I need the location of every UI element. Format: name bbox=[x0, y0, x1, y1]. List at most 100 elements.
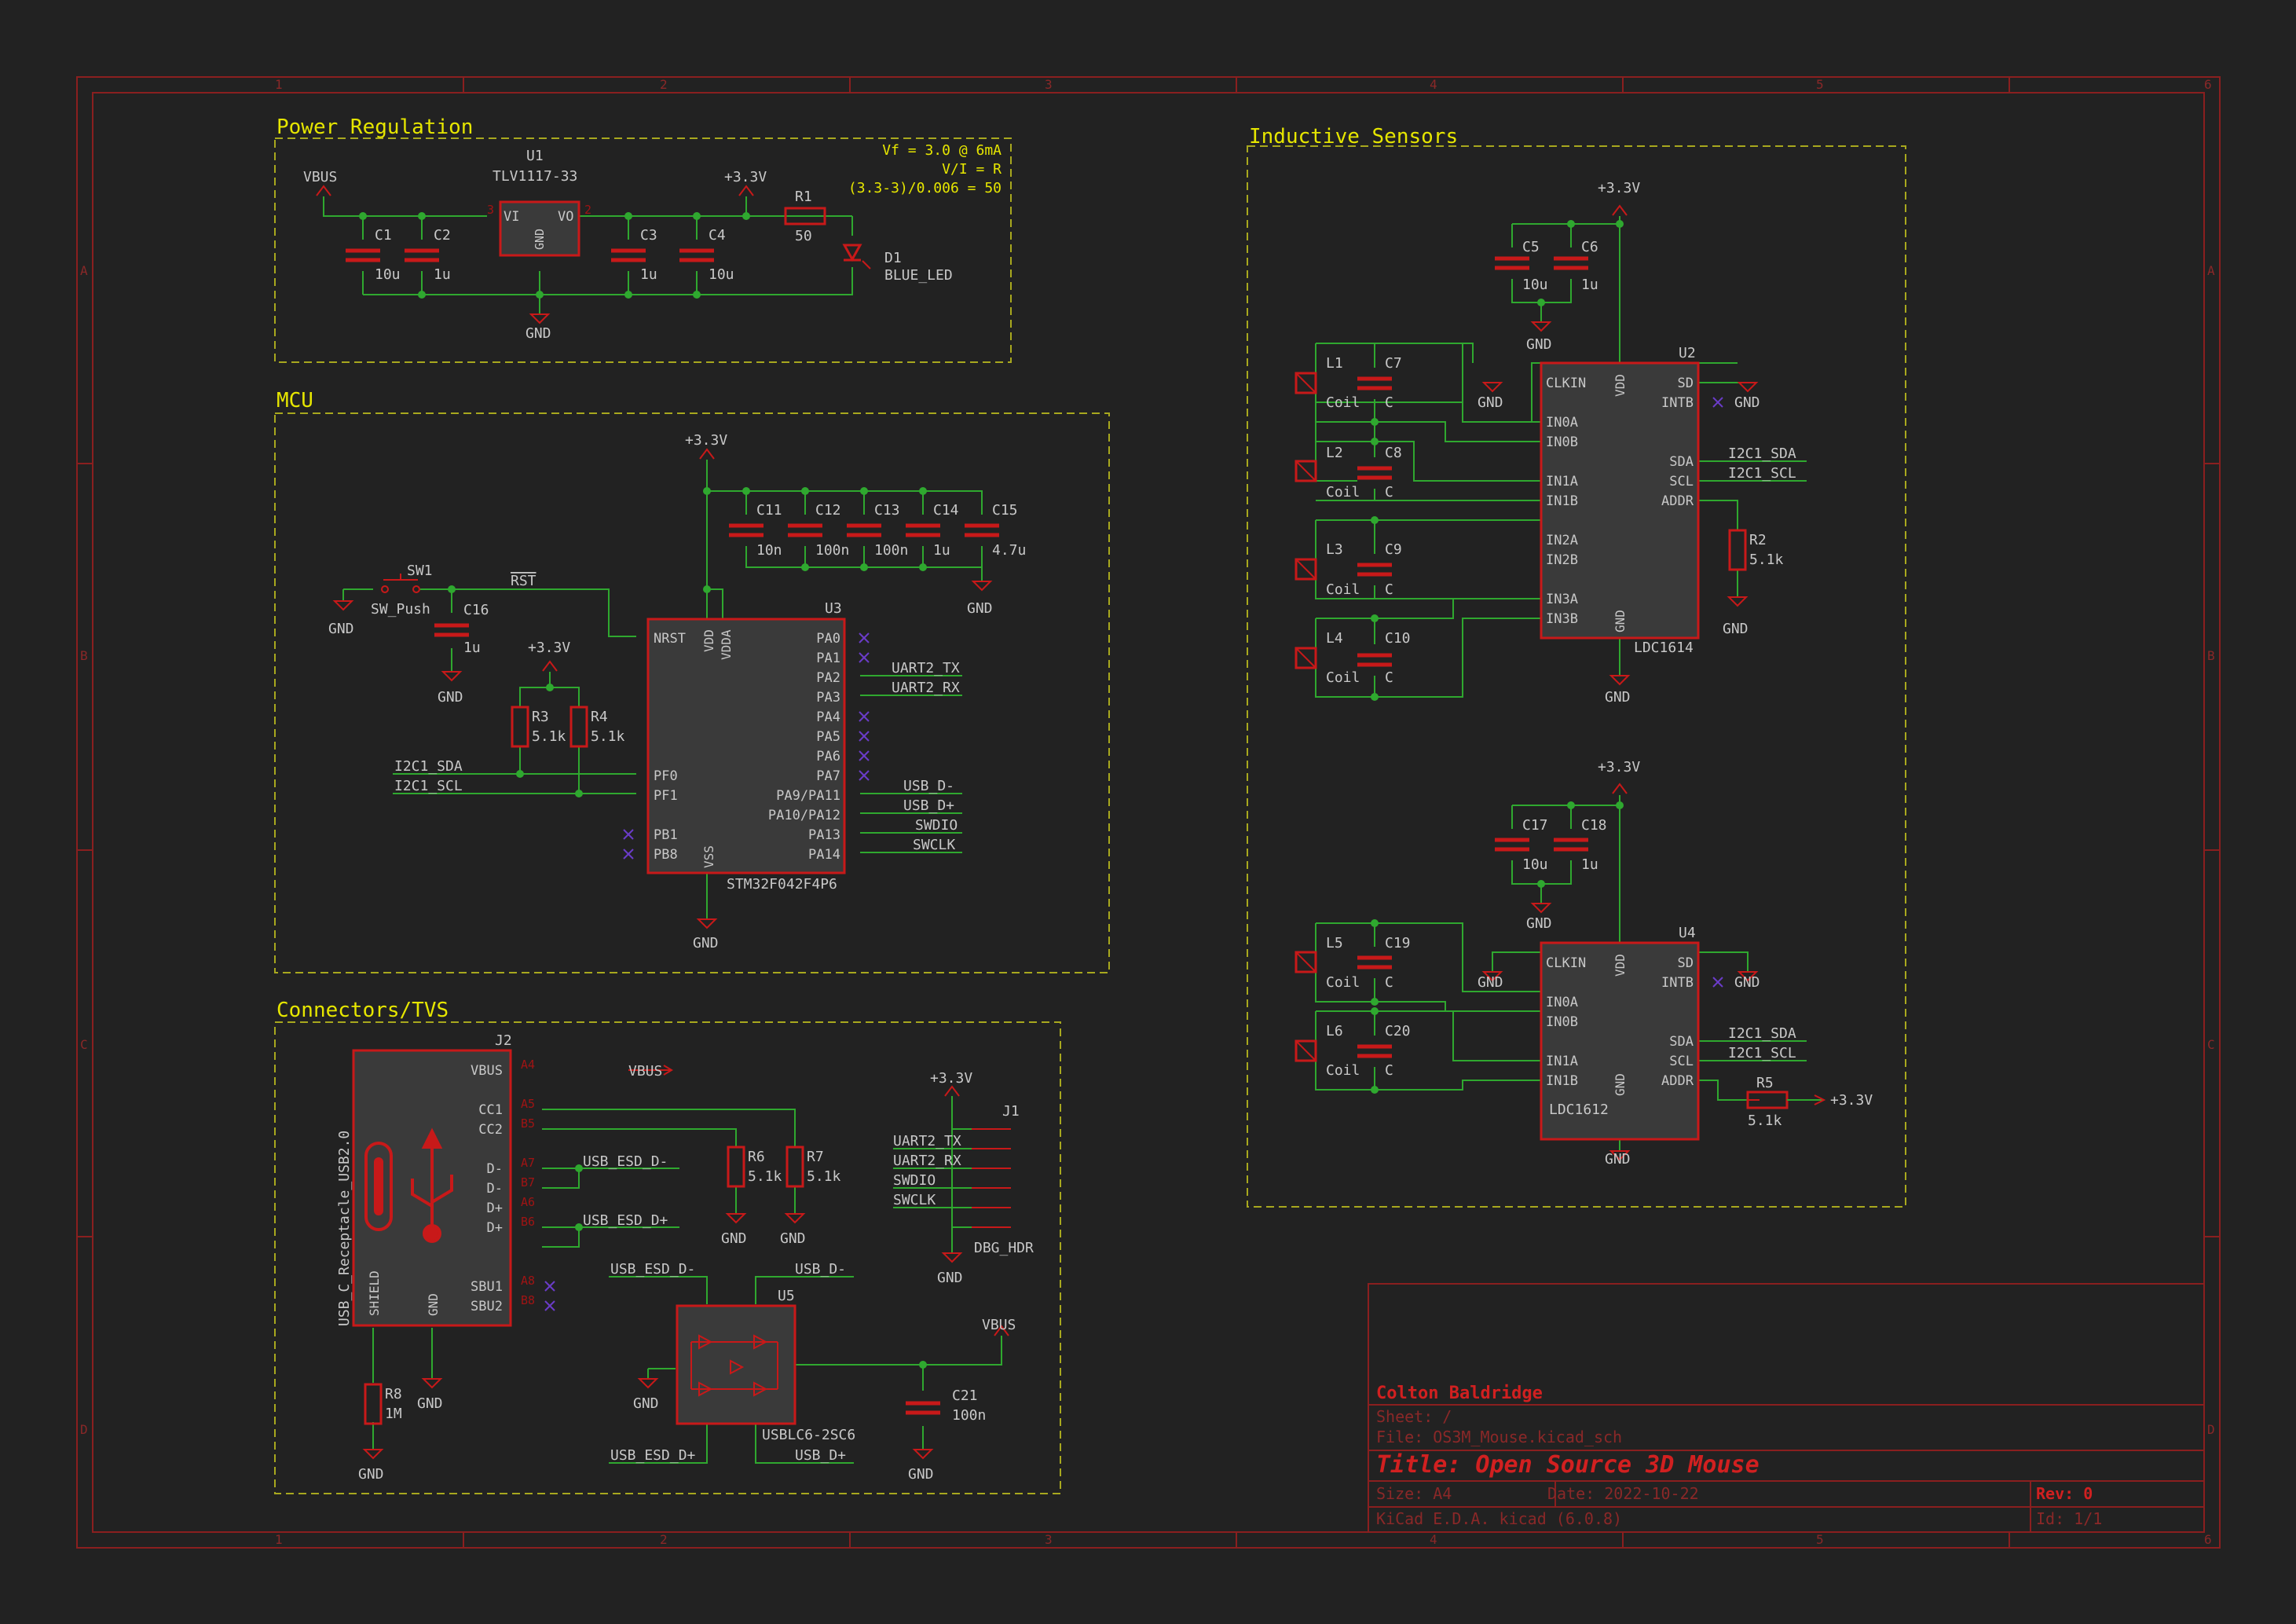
pin-scl: SCL bbox=[1669, 1054, 1694, 1069]
tb-id: Id: 1/1 bbox=[2036, 1509, 2102, 1528]
cap-c21 bbox=[906, 1392, 940, 1424]
net-i2c-scl: I2C1_SCL bbox=[394, 778, 463, 794]
val-u3: STM32F042F4P6 bbox=[727, 876, 837, 893]
pin-pa9: PA9/PA11 bbox=[776, 788, 840, 804]
net-gnd: GND bbox=[1605, 689, 1631, 706]
col-label: 5 bbox=[1816, 1532, 1824, 1547]
pinnum: A5 bbox=[521, 1097, 535, 1111]
mcu-wires bbox=[342, 460, 983, 919]
val-c2: 1u bbox=[434, 266, 451, 283]
net-vbus: VBUS bbox=[982, 1317, 1016, 1333]
val-l1: Coil bbox=[1326, 394, 1360, 411]
pinnum: B8 bbox=[521, 1293, 535, 1307]
pinnum: A8 bbox=[521, 1274, 535, 1288]
val-l5: Coil bbox=[1326, 974, 1360, 991]
pin-pa2: PA2 bbox=[816, 670, 840, 686]
col-label: 1 bbox=[275, 1532, 283, 1547]
coil-l6 bbox=[1294, 1039, 1317, 1062]
resistor-r2 bbox=[1728, 529, 1747, 571]
tb-author: Colton Baldridge bbox=[1376, 1384, 1543, 1403]
j1-debug-header bbox=[972, 1128, 1011, 1228]
net-gnd: GND bbox=[1734, 974, 1760, 991]
ref-j1: J1 bbox=[1002, 1103, 1020, 1120]
ref-c13: C13 bbox=[874, 502, 900, 519]
ref-r5: R5 bbox=[1756, 1075, 1774, 1091]
pin-gnd: GND bbox=[426, 1293, 441, 1316]
pin-in2b: IN2B bbox=[1546, 552, 1578, 568]
tb-sheet: Sheet: / bbox=[1376, 1407, 1452, 1426]
ref-c17: C17 bbox=[1522, 817, 1548, 834]
ref-r4: R4 bbox=[591, 709, 608, 725]
coil-l3 bbox=[1294, 558, 1317, 581]
val-j2: USB_C_Receptacle_USB2.0 bbox=[336, 1131, 353, 1326]
net-gnd: GND bbox=[328, 621, 354, 637]
pin-in0b: IN0B bbox=[1546, 1014, 1578, 1030]
val-c1: 10u bbox=[375, 266, 401, 283]
pin-vi: VI bbox=[504, 209, 519, 225]
val-c7: C bbox=[1385, 394, 1393, 411]
u4-ldc1612 bbox=[1540, 941, 1700, 1141]
net-esd-dm: USB_ESD_D- bbox=[610, 1261, 695, 1278]
resistor-r3 bbox=[511, 706, 529, 748]
pinnum: 2 bbox=[584, 203, 591, 217]
switch-sw1 bbox=[381, 574, 420, 593]
ref-c9: C9 bbox=[1385, 541, 1402, 558]
pin-pf1: PF1 bbox=[654, 788, 678, 804]
ref-l3: L3 bbox=[1326, 541, 1343, 558]
cap-c13 bbox=[847, 515, 881, 546]
val-l4: Coil bbox=[1326, 669, 1360, 686]
net-gnd: GND bbox=[1723, 621, 1749, 637]
val-u1: TLV1117-33 bbox=[493, 168, 577, 185]
cap-c1 bbox=[346, 240, 380, 271]
mcu-section: C11 10n C12 100n C13 100n C14 1u C15 4.7… bbox=[328, 432, 1026, 951]
u5-esd-tvs bbox=[676, 1304, 796, 1425]
pin-clkin: CLKIN bbox=[1546, 376, 1586, 391]
val-r6: 5.1k bbox=[748, 1168, 782, 1185]
ref-c1: C1 bbox=[375, 227, 392, 244]
val-r1: 50 bbox=[795, 228, 812, 244]
val-c15: 4.7u bbox=[992, 542, 1026, 559]
row-label: A bbox=[2207, 263, 2215, 278]
net-gnd: GND bbox=[1526, 336, 1552, 353]
power-junctions bbox=[359, 212, 750, 299]
col-label: 4 bbox=[1430, 77, 1437, 92]
net-3v3: +3.3V bbox=[930, 1070, 972, 1087]
val-c10: C bbox=[1385, 669, 1393, 686]
ref-j2: J2 bbox=[495, 1032, 512, 1049]
pin-vdd: VDD bbox=[701, 629, 716, 652]
val-c14: 1u bbox=[933, 542, 950, 559]
ref-c12: C12 bbox=[815, 502, 841, 519]
ref-c15: C15 bbox=[992, 502, 1018, 519]
ref-c8: C8 bbox=[1385, 445, 1402, 461]
net-vbus: VBUS bbox=[303, 169, 337, 185]
ref-c20: C20 bbox=[1385, 1023, 1411, 1039]
cap-c6 bbox=[1554, 247, 1588, 279]
pin-pa5: PA5 bbox=[816, 729, 840, 745]
net-3v3: +3.3V bbox=[724, 169, 767, 185]
cap-c5 bbox=[1495, 247, 1529, 279]
col-label: 3 bbox=[1045, 77, 1053, 92]
val-l3: Coil bbox=[1326, 581, 1360, 598]
pin-sbu2: SBU2 bbox=[471, 1299, 503, 1314]
pin-nrst: NRST bbox=[654, 631, 686, 647]
u3-mcu bbox=[646, 618, 846, 874]
ref-c14: C14 bbox=[933, 502, 959, 519]
pin-gnd: GND bbox=[1613, 1073, 1628, 1096]
net-3v3: +3.3V bbox=[1598, 180, 1640, 196]
pin-clkin: CLKIN bbox=[1546, 955, 1586, 971]
val-c4: 10u bbox=[709, 266, 734, 283]
ind-junctions-u4 bbox=[1371, 801, 1624, 1094]
val-l2: Coil bbox=[1326, 484, 1360, 500]
pin-in1a: IN1A bbox=[1546, 1054, 1578, 1069]
net-i2c-scl: I2C1_SCL bbox=[1728, 1045, 1796, 1061]
col-label: 6 bbox=[2204, 77, 2212, 92]
cap-c17 bbox=[1495, 829, 1529, 860]
net-usb-dp: USB_D+ bbox=[903, 797, 954, 814]
cap-c11 bbox=[729, 515, 764, 546]
row-label: D bbox=[80, 1422, 88, 1437]
power-note: V/I = R bbox=[942, 161, 1002, 178]
coil-l5 bbox=[1294, 951, 1317, 973]
cap-c2 bbox=[405, 240, 439, 271]
pin-vo: VO bbox=[558, 209, 573, 225]
ref-c21: C21 bbox=[952, 1388, 978, 1404]
